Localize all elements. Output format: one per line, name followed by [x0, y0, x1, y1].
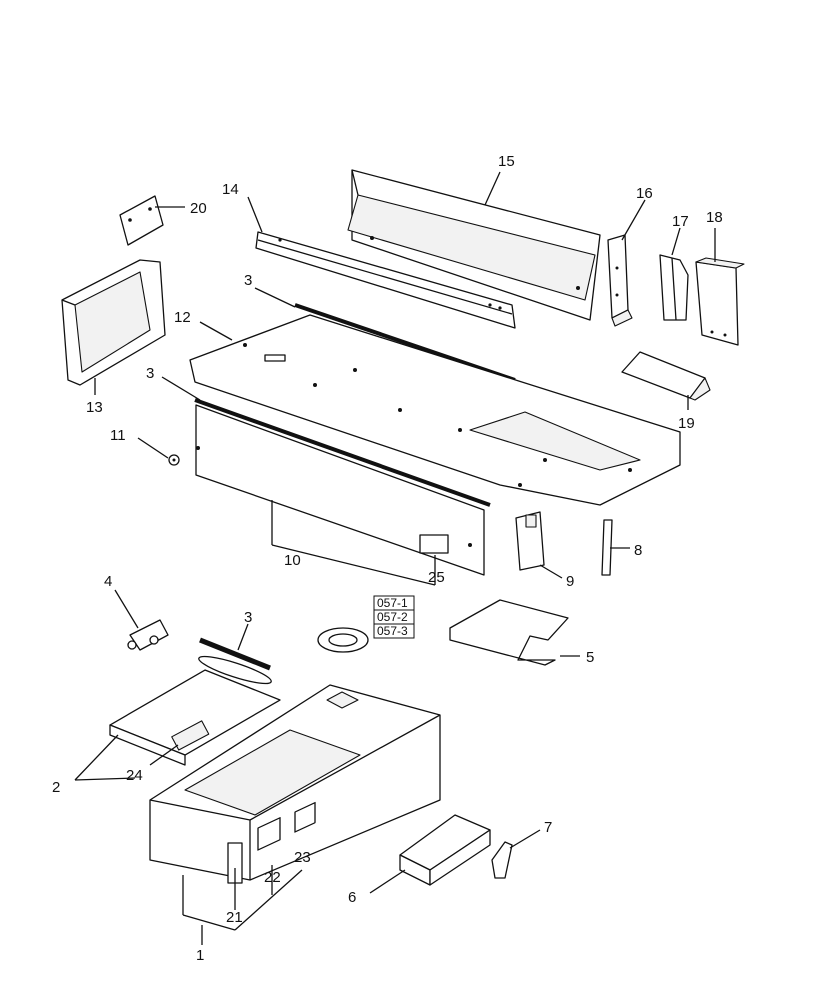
callout-8: 8	[634, 542, 642, 559]
filler-ring	[317, 627, 369, 653]
ref-cell-3	[373, 623, 415, 639]
part-4-latch	[127, 619, 169, 651]
callout-17: 17	[672, 213, 689, 230]
callout-3-middle: 3	[146, 365, 154, 382]
callout-6: 6	[348, 889, 356, 906]
part-14-side-bar	[255, 231, 516, 329]
callout-13: 13	[86, 399, 103, 416]
part-6-box	[399, 814, 491, 886]
callout-14: 14	[222, 181, 239, 198]
callout-22: 22	[264, 869, 281, 886]
callout-1: 1	[196, 947, 204, 964]
part-3-rod-middle	[194, 398, 491, 507]
part-10-side-panel	[195, 404, 485, 576]
ref-label-2: 057-2	[377, 610, 408, 624]
callout-16: 16	[636, 185, 653, 202]
callout-9: 9	[566, 573, 574, 590]
callout-labels: 1 2 3 3 3 4 5 6 7 8 9 10 11 12 13 14 15 …	[52, 153, 723, 964]
part-12-deck-plate	[189, 314, 681, 506]
part-20-plate	[119, 195, 164, 246]
callout-3-lower: 3	[244, 609, 252, 626]
part-15-rear-panel	[347, 169, 601, 321]
callout-24: 24	[126, 767, 143, 784]
part-8-strap	[601, 519, 613, 576]
callout-2: 2	[52, 779, 60, 796]
callout-15: 15	[498, 153, 515, 170]
callout-25: 25	[428, 569, 445, 586]
callout-21: 21	[226, 909, 243, 926]
part-5-mounting-bracket	[449, 599, 569, 666]
callout-7: 7	[544, 819, 552, 836]
callout-11: 11	[110, 427, 126, 444]
part-13-frame	[61, 259, 166, 386]
part-9-latch-block	[515, 511, 545, 571]
part-11-fastener	[168, 454, 180, 466]
part-3-rod-lower	[198, 637, 272, 685]
ref-label-1: 057-1	[377, 596, 408, 610]
callout-4: 4	[104, 573, 112, 590]
callout-5: 5	[586, 649, 594, 666]
callout-23: 23	[294, 849, 311, 866]
part-1-tank	[149, 684, 441, 884]
ref-label-3: 057-3	[377, 624, 408, 638]
part-18-bracket	[695, 257, 745, 346]
reference-box: 057-1 057-2 057-3	[373, 595, 415, 639]
callout-3-upper: 3	[244, 272, 252, 289]
part-19-bracket	[621, 351, 711, 401]
leader-lines	[74, 171, 716, 945]
part-17-bracket	[659, 254, 689, 321]
part-2-cover-plate	[109, 669, 281, 766]
part-7-clip	[491, 841, 513, 879]
callout-10: 10	[284, 552, 301, 569]
part-3-rod-upper	[294, 303, 516, 382]
part-16-bracket	[607, 234, 633, 327]
callout-19: 19	[678, 415, 695, 432]
callout-20: 20	[190, 200, 207, 217]
callout-18: 18	[706, 209, 723, 226]
callout-12: 12	[174, 309, 191, 326]
